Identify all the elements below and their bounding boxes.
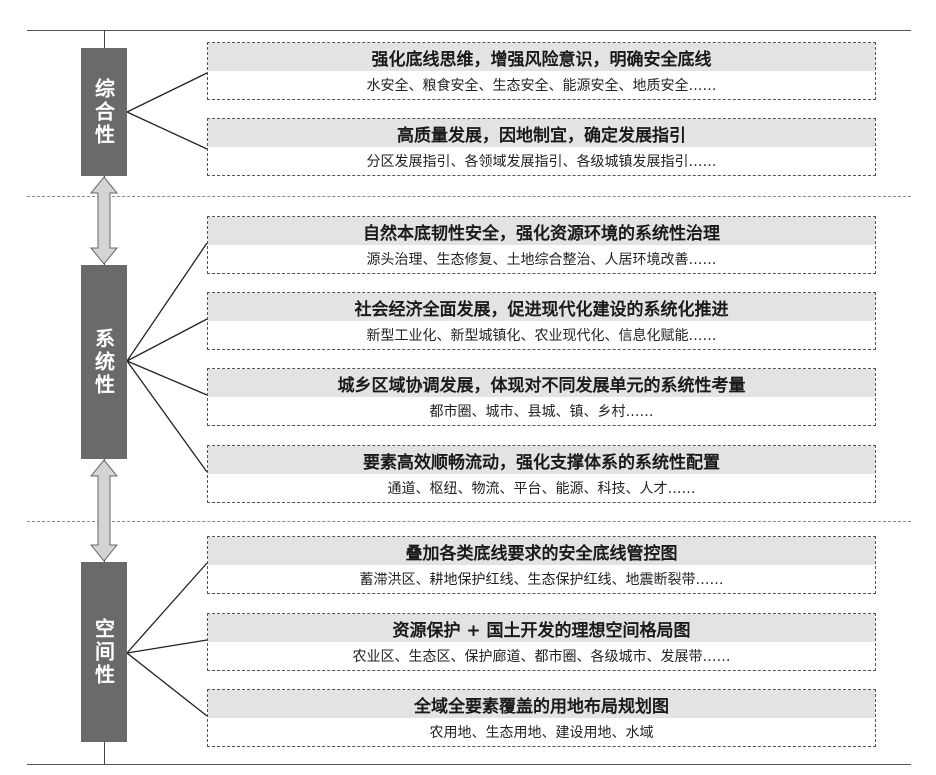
- double-arrow-icon: [90, 176, 118, 265]
- category-label: 综合性: [91, 77, 116, 147]
- content-box: 社会经济全面发展，促进现代化建设的系统化推进 新型工业化、新型城镇化、农业现代化…: [207, 292, 876, 350]
- box-detail: 分区发展指引、各领域发展指引、各级城镇发展指引……: [366, 154, 717, 170]
- box-detail: 源头治理、生态修复、土地综合整治、人居环境改善……: [366, 252, 717, 268]
- category-block-systematic: 系统性: [81, 265, 127, 459]
- box-detail: 农业区、生态区、保护廊道、都市圈、各级城市、发展带……: [352, 649, 731, 665]
- top-border-line: [27, 30, 911, 31]
- content-box: 高质量发展，因地制宜，确定发展指引 分区发展指引、各领域发展指引、各级城镇发展指…: [207, 118, 876, 176]
- box-detail: 通道、枢纽、物流、平台、能源、科技、人才……: [387, 481, 696, 497]
- box-title: 全域全要素覆盖的用地布局规划图: [208, 690, 875, 718]
- content-box: 叠加各类底线要求的安全底线管控图 蓄滞洪区、耕地保护红线、生态保护红线、地震断裂…: [207, 536, 876, 594]
- box-title: 强化底线思维，增强风险意识，明确安全底线: [208, 43, 875, 71]
- content-box: 城乡区域协调发展，体现对不同发展单元的系统性考量 都市圈、城市、县城、镇、乡村……: [207, 368, 876, 426]
- box-detail: 蓄滞洪区、耕地保护红线、生态保护红线、地震断裂带……: [359, 572, 724, 588]
- connector-line: [126, 72, 208, 113]
- box-title: 叠加各类底线要求的安全底线管控图: [208, 537, 875, 565]
- box-title: 社会经济全面发展，促进现代化建设的系统化推进: [208, 293, 875, 321]
- connector-line: [126, 652, 208, 717]
- box-detail: 新型工业化、新型城镇化、农业现代化、信息化赋能……: [366, 328, 717, 344]
- box-detail: 水安全、粮食安全、生态安全、能源安全、地质安全……: [366, 78, 717, 94]
- connector-line: [126, 562, 208, 654]
- box-detail: 都市圈、城市、县城、镇、乡村……: [429, 404, 654, 420]
- box-title: 自然本底韧性安全，强化资源环境的系统性治理: [208, 217, 875, 245]
- box-title: 高质量发展，因地制宜，确定发展指引: [208, 119, 875, 147]
- bottom-border-line: [27, 764, 911, 765]
- box-detail: 农用地、生态用地、建设用地、水域: [429, 725, 654, 741]
- double-arrow-icon: [90, 459, 118, 562]
- category-block-comprehensive: 综合性: [81, 48, 127, 176]
- connector-line: [126, 318, 208, 362]
- connector-line: [126, 242, 208, 362]
- category-block-spatial: 空间性: [81, 562, 127, 742]
- section-divider-1: [27, 196, 911, 197]
- content-box: 全域全要素覆盖的用地布局规划图 农用地、生态用地、建设用地、水域: [207, 689, 876, 747]
- content-box: 资源保护 + 国土开发的理想空间格局图 农业区、生态区、保护廊道、都市圈、各级城…: [207, 613, 876, 671]
- connector-line: [126, 360, 208, 473]
- connector-line: [126, 111, 208, 150]
- box-title: 城乡区域协调发展，体现对不同发展单元的系统性考量: [208, 369, 875, 397]
- content-box: 要素高效顺畅流动，强化支撑体系的系统性配置 通道、枢纽、物流、平台、能源、科技、…: [207, 445, 876, 503]
- category-label: 系统性: [91, 327, 116, 397]
- content-box: 自然本底韧性安全，强化资源环境的系统性治理 源头治理、生态修复、土地综合整治、人…: [207, 216, 876, 274]
- category-label: 空间性: [91, 617, 116, 687]
- connector-line: [126, 639, 208, 654]
- section-divider-2: [27, 521, 911, 522]
- box-title: 资源保护 + 国土开发的理想空间格局图: [208, 614, 875, 642]
- connector-line: [126, 360, 208, 396]
- box-title: 要素高效顺畅流动，强化支撑体系的系统性配置: [208, 446, 875, 474]
- content-box: 强化底线思维，增强风险意识，明确安全底线 水安全、粮食安全、生态安全、能源安全、…: [207, 42, 876, 100]
